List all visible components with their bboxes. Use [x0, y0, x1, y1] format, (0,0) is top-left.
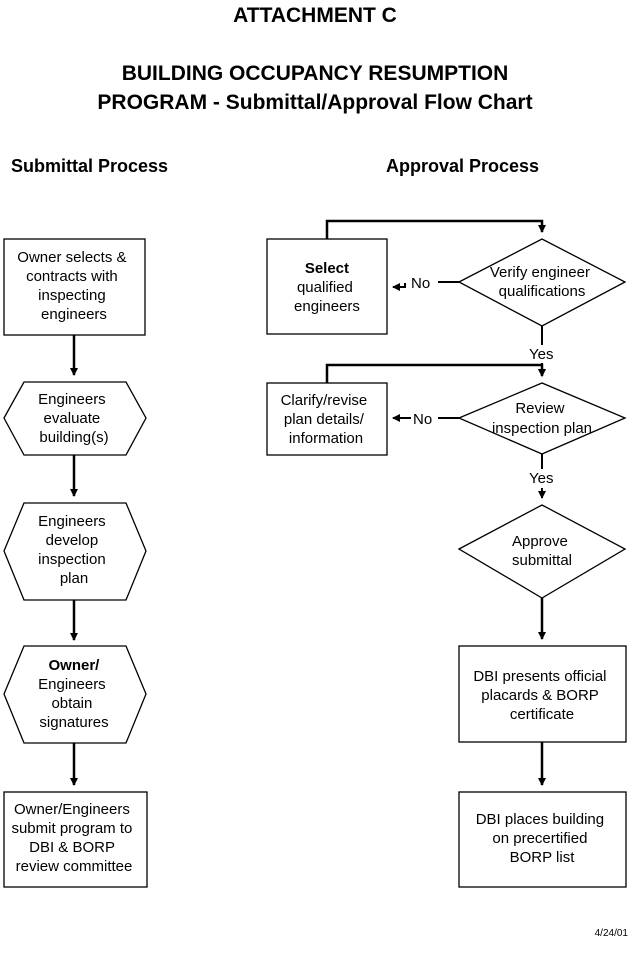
step-text-line: inspection — [38, 551, 106, 568]
title-line-1: BUILDING OCCUPANCY RESUMPTION — [121, 62, 509, 85]
approval-placards-box: DBI presents official placards & BORP ce… — [458, 645, 627, 743]
box-text-line: BORP list — [510, 849, 576, 866]
step-text-line: Engineers — [38, 676, 106, 693]
decision-text-line: Approve — [512, 533, 568, 550]
decision-text-line: inspection plan — [492, 420, 592, 437]
loop-arrow-select-to-verify — [325, 219, 546, 239]
box-text-line: certificate — [510, 706, 574, 723]
submittal-step-4: Owner/ Engineers obtain signatures — [3, 645, 147, 744]
box-text-line: plan details/ — [284, 411, 365, 428]
no-label: No — [411, 275, 430, 292]
svg-text:Engineers develop: Engineers develop inspection plan — [38, 513, 110, 587]
approval-list-box: DBI places building on precertified BORP… — [458, 791, 627, 888]
revision-date: 4/24/01 — [594, 928, 628, 939]
svg-text:Select qualified e: Select qualified engineers — [294, 260, 360, 315]
submittal-step-5: Owner/Engineers submit program to DBI & … — [3, 791, 148, 888]
decision-text-line: submittal — [512, 552, 572, 569]
yes-label: Yes — [529, 346, 553, 363]
svg-text:DBI places building on p: DBI places building on precertified BORP… — [476, 811, 609, 866]
approval-column-heading: Approval Process — [386, 156, 540, 176]
svg-text:Owner/Engineers submit p: Owner/Engineers submit program to DBI & … — [11, 801, 136, 875]
box-text-line: qualified — [297, 279, 353, 296]
svg-text:DBI presents official pl: DBI presents official placards & BORP ce… — [473, 668, 610, 723]
svg-text:Clarify/revise plan deta: Clarify/revise plan details/ information — [281, 392, 372, 447]
step-text-line: submit program to — [11, 820, 132, 837]
box-text-line: DBI presents official — [473, 668, 606, 685]
title-line-2: PROGRAM - Submittal/Approval Flow Chart — [97, 91, 533, 114]
approval-approve-decision: Approve submittal — [457, 504, 627, 599]
step-text-line: building(s) — [39, 429, 108, 446]
svg-text:Review inspection plan: Review inspection plan — [492, 400, 592, 437]
step-text-line: review committee — [16, 858, 133, 875]
yes-label: Yes — [529, 470, 553, 487]
step-text-line: contracts with — [26, 268, 118, 285]
submittal-column-heading: Submittal Process — [11, 156, 169, 176]
step-text-line: plan — [60, 570, 88, 587]
step-text-line: Engineers — [38, 513, 106, 530]
no-arrow-head-select — [392, 283, 406, 291]
step-text-line: evaluate — [44, 410, 101, 427]
attachment-heading: ATTACHMENT C — [233, 4, 397, 27]
no-label: No — [413, 411, 432, 428]
submittal-step-3: Engineers develop inspection plan — [3, 502, 147, 601]
decision-text-line: qualifications — [499, 283, 586, 300]
svg-text:Engineers evaluate: Engineers evaluate building(s) — [38, 391, 110, 446]
approval-verify-decision: Verify engineer qualifications — [457, 238, 627, 327]
svg-text:Verify engineer qualific: Verify engineer qualifications — [490, 264, 594, 300]
svg-text:Owner selects & contract: Owner selects & contracts with inspectin… — [17, 249, 130, 323]
box-text-line: information — [289, 430, 363, 447]
decision-text-line: Verify engineer — [490, 264, 590, 281]
step-text-line: DBI & BORP — [29, 839, 115, 856]
submittal-step-2: Engineers evaluate building(s) — [3, 381, 147, 456]
box-text-line: placards & BORP — [481, 687, 599, 704]
approval-select-box: Select qualified engineers — [266, 238, 388, 335]
step-text-line: inspecting — [38, 287, 106, 304]
decision-text-line: Review — [515, 400, 564, 417]
box-text-line: Select — [305, 260, 349, 277]
step-text-line: Owner/Engineers — [14, 801, 130, 818]
svg-text:Approve submittal: Approve submittal — [512, 533, 572, 569]
step-text-line: Engineers — [38, 391, 106, 408]
box-text-line: DBI places building — [476, 811, 604, 828]
step-text-line: Owner selects & — [17, 249, 126, 266]
loop-arrow-clarify-to-review — [325, 363, 546, 383]
box-text-line: on precertified — [492, 830, 587, 847]
step-text-line: engineers — [41, 306, 107, 323]
step-text-line: Owner/ — [48, 657, 100, 674]
box-text-line: engineers — [294, 298, 360, 315]
submittal-step-1: Owner selects & contracts with inspectin… — [3, 238, 146, 336]
step-text-line: signatures — [39, 714, 108, 731]
step-text-line: obtain — [51, 695, 92, 712]
svg-text:Owner/ Engineers o: Owner/ Engineers obtain signatures — [38, 657, 110, 731]
approval-review-decision: Review inspection plan — [457, 382, 627, 455]
approval-clarify-box: Clarify/revise plan details/ information — [266, 382, 388, 456]
box-text-line: Clarify/revise — [281, 392, 368, 409]
step-text-line: develop — [46, 532, 99, 549]
